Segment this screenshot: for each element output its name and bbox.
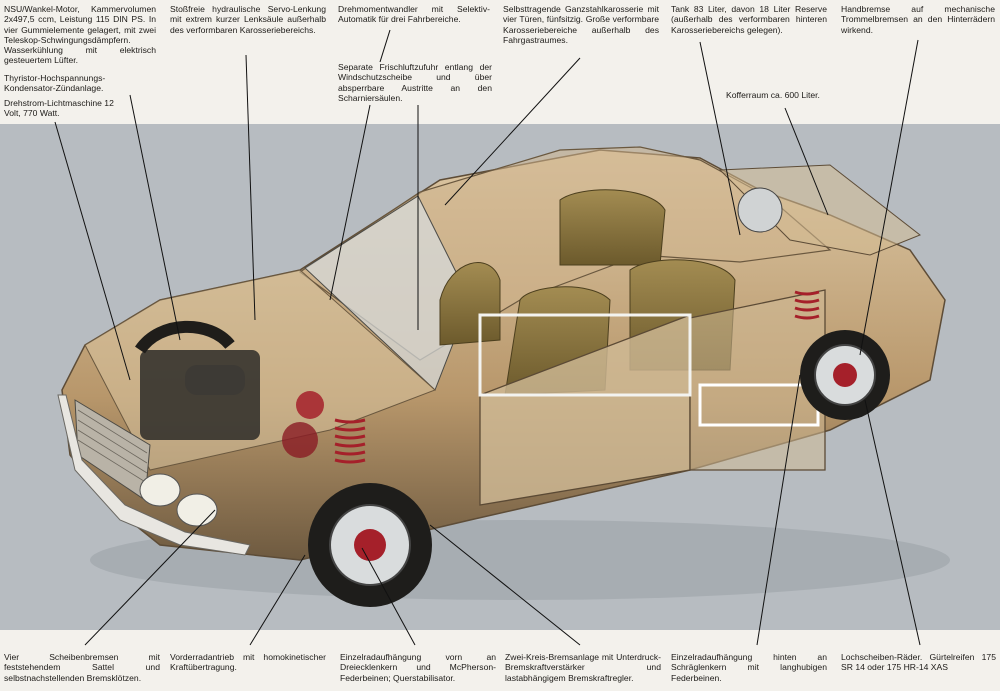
caption-converter-text: Drehmomentwandler mit Selektiv-Automatik… <box>338 4 490 25</box>
caption-tank: Tank 83 Liter, davon 18 Liter Reserve (a… <box>671 4 827 35</box>
front-door-window-frame <box>478 313 692 397</box>
caption-front-suspension: Einzelradaufhängung vorn an Dreiecklenke… <box>340 652 496 683</box>
caption-handbrake-text: Handbremse auf mechanische Trommelbremse… <box>841 4 995 35</box>
spare-wheel <box>737 187 783 233</box>
caption-brake-circuit: Zwei-Kreis-Bremsanlage mit Unterdruck-Br… <box>505 652 661 683</box>
caption-trunk-text: Kofferraum ca. 600 Liter. <box>726 90 820 100</box>
leader-lines-bottom <box>84 374 921 646</box>
caption-front-wheel-drive: Vorderradantrieb mit homokinetischer Kra… <box>170 652 326 673</box>
caption-rear-susp-text: Einzelradaufhängung hinten an Schräglenk… <box>671 652 827 683</box>
caption-rear-suspension: Einzelradaufhängung hinten an Schräglenk… <box>671 652 827 683</box>
front-bumper <box>57 394 251 556</box>
caption-steering: Stoßfreie hydraulische Servo-Lenkung mit… <box>170 4 326 35</box>
caption-discs-text: Vier Scheibenbremsen mit feststehendem S… <box>4 652 160 683</box>
caption-handbrake: Handbremse auf mechanische Trommelbremse… <box>841 4 995 35</box>
caption-wheels: Lochscheiben-Räder. Gürtelreifen 175 SR … <box>841 652 996 673</box>
caption-body-text: Selbsttragende Ganzstahlkarosserie mit v… <box>503 4 659 45</box>
caption-ignition: Thyristor-Hochspannungs-Kondensator-Zünd… <box>4 73 156 94</box>
front-spring <box>334 418 366 464</box>
caption-alternator: Drehstrom-Lichtmaschine 12 Volt, 770 Wat… <box>4 98 124 119</box>
caption-wheels-text: Lochscheiben-Räder. Gürtelreifen 175 SR … <box>841 652 996 673</box>
engine-assembly <box>135 320 324 458</box>
caption-air-text: Separate Frischluftzufuhr entlang der Wi… <box>338 62 492 103</box>
caption-alternator-text: Drehstrom-Lichtmaschine 12 Volt, 770 Wat… <box>4 98 114 119</box>
trunk <box>718 164 921 256</box>
caption-front-susp-text: Einzelradaufhängung vorn an Dreiecklenke… <box>340 652 496 683</box>
caption-steering-text: Stoßfreie hydraulische Servo-Lenkung mit… <box>170 4 326 35</box>
headlight-left <box>139 473 181 507</box>
caption-disc-brakes: Vier Scheibenbremsen mit feststehendem S… <box>4 652 160 683</box>
leader-lines-top <box>54 29 919 381</box>
caption-tank-text: Tank 83 Liter, davon 18 Liter Reserve (a… <box>671 4 827 35</box>
caption-engine: NSU/Wankel-Motor, Kammervolumen 2x497,5 … <box>4 4 156 66</box>
caption-ignition-text: Thyristor-Hochspannungs-Kondensator-Zünd… <box>4 73 106 94</box>
caption-brake-circuit-text: Zwei-Kreis-Bremsanlage mit Unterdruck-Br… <box>505 652 661 683</box>
front-wheel <box>308 483 432 607</box>
caption-trunk: Kofferraum ca. 600 Liter. <box>726 90 846 100</box>
caption-torque-converter: Drehmomentwandler mit Selektiv-Automatik… <box>338 4 490 25</box>
caption-body: Selbsttragende Ganzstahlkarosserie mit v… <box>503 4 659 45</box>
caption-engine-text: NSU/Wankel-Motor, Kammervolumen 2x497,5 … <box>4 4 156 66</box>
rear-spring <box>794 290 820 320</box>
caption-fresh-air: Separate Frischluftzufuhr entlang der Wi… <box>338 62 492 103</box>
headlight-right <box>176 493 218 527</box>
rear-wheel <box>800 330 890 420</box>
caption-fwd-text: Vorderradantrieb mit homokinetischer Kra… <box>170 652 326 673</box>
